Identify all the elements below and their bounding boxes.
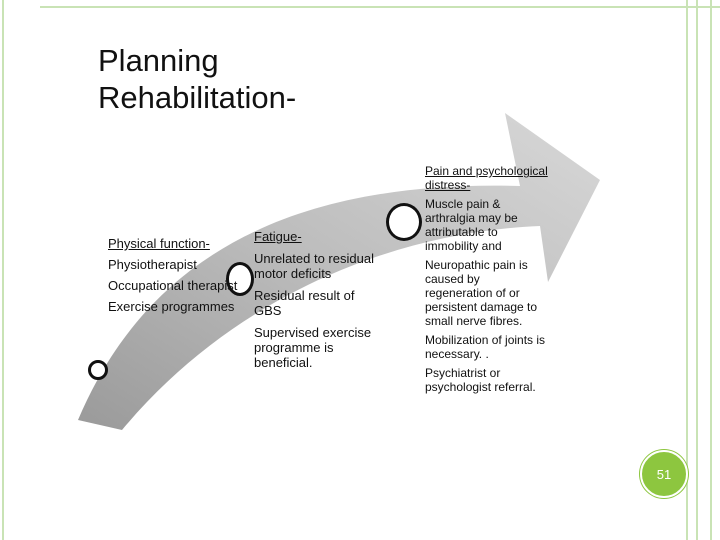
fatigue-item-1: Unrelated to residual motor deficits — [254, 251, 374, 281]
slide-title: Planning Rehabilitation- — [98, 43, 297, 115]
timeline-dot-fatigue — [386, 203, 422, 241]
frame-line-left — [2, 0, 4, 540]
pain-distress-heading: Pain and psychological distress- — [425, 164, 548, 192]
frame-line-right-2 — [696, 0, 698, 540]
physical-item-3: Exercise programmes — [108, 299, 235, 314]
frame-line-top — [40, 6, 720, 8]
frame-line-right-3 — [710, 0, 712, 540]
fatigue-item-2: Residual result of GBS — [254, 288, 355, 318]
physical-function-heading: Physical function- — [108, 236, 210, 251]
fatigue-item-3: Supervised exercise programme is benefic… — [254, 325, 372, 370]
physical-item-2: Occupational therapist — [108, 278, 238, 293]
timeline-dot-start — [88, 360, 108, 380]
pain-item-1: Muscle pain & arthralgia may be attribut… — [425, 197, 518, 253]
page-number-badge: 51 — [640, 450, 688, 498]
fatigue-column: Fatigue- Unrelated to residual motor def… — [254, 229, 374, 377]
pain-item-3: Mobilization of joints is necessary. . — [425, 333, 546, 361]
pain-item-4: Psychiatrist or psychologist referral. — [425, 366, 536, 394]
fatigue-heading: Fatigue- — [254, 229, 302, 244]
pain-distress-column: Pain and psychological distress- Muscle … — [425, 164, 550, 399]
physical-item-1: Physiotherapist — [108, 257, 197, 272]
pain-item-2: Neuropathic pain is caused by regenerati… — [425, 258, 538, 328]
physical-function-column: Physical function- Physiotherapist Occup… — [108, 236, 238, 320]
timeline-dot-physical — [226, 262, 254, 296]
frame-line-right-1 — [686, 0, 688, 540]
